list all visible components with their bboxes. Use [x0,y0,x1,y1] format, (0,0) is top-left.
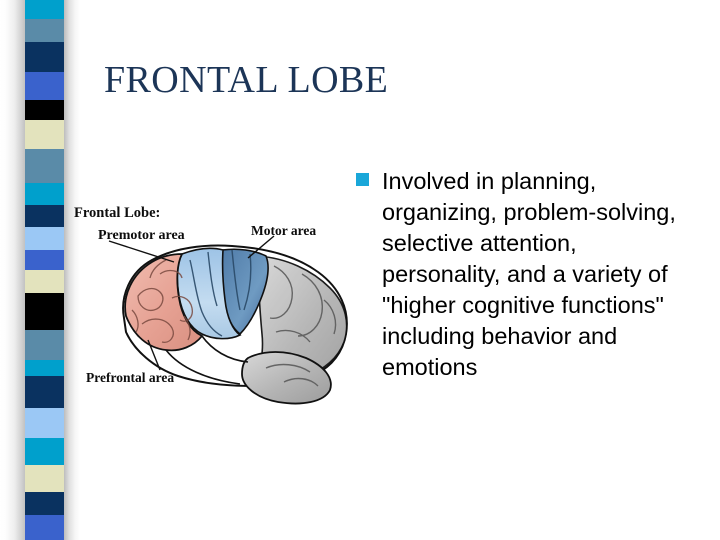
band-segment [25,360,65,376]
band-segment [25,408,65,438]
bullet-square-icon [356,173,369,186]
band-segment [25,205,65,227]
band-segment [25,42,65,72]
band-segment [25,100,65,120]
band-segment [25,120,65,149]
band-segment [25,250,65,270]
figure-label-prefrontal-area: Prefrontal area [86,370,175,385]
band-segment [25,72,65,100]
band-segment [25,465,65,492]
band-segment [25,515,65,540]
band-segment [25,19,65,42]
band-segment [25,376,65,408]
band-segment [25,492,65,515]
band-segment [25,149,65,183]
figure-label-motor-area: Motor area [251,223,317,238]
left-decorative-band [0,0,86,540]
band-segment [25,330,65,360]
bullet-item-text: Involved in planning, organizing, proble… [382,168,676,380]
brain-illustration-icon [108,235,348,405]
band-color-segments [25,0,65,540]
band-right-shadow [64,0,80,540]
bullet-item: Involved in planning, organizing, proble… [356,166,686,383]
page-title: FRONTAL LOBE [104,59,389,101]
band-segment [25,438,65,465]
band-segment [25,0,65,19]
band-segment [25,227,65,250]
content-body: Involved in planning, organizing, proble… [356,166,686,383]
figure-label-frontal-lobe: Frontal Lobe: [74,205,161,221]
band-segment [25,270,65,293]
band-segment [25,293,65,330]
band-segment [25,183,65,205]
figure-label-premotor-area: Premotor area [98,228,185,243]
brain-figure: Frontal Lobe: Premotor area Motor area P… [62,200,362,420]
